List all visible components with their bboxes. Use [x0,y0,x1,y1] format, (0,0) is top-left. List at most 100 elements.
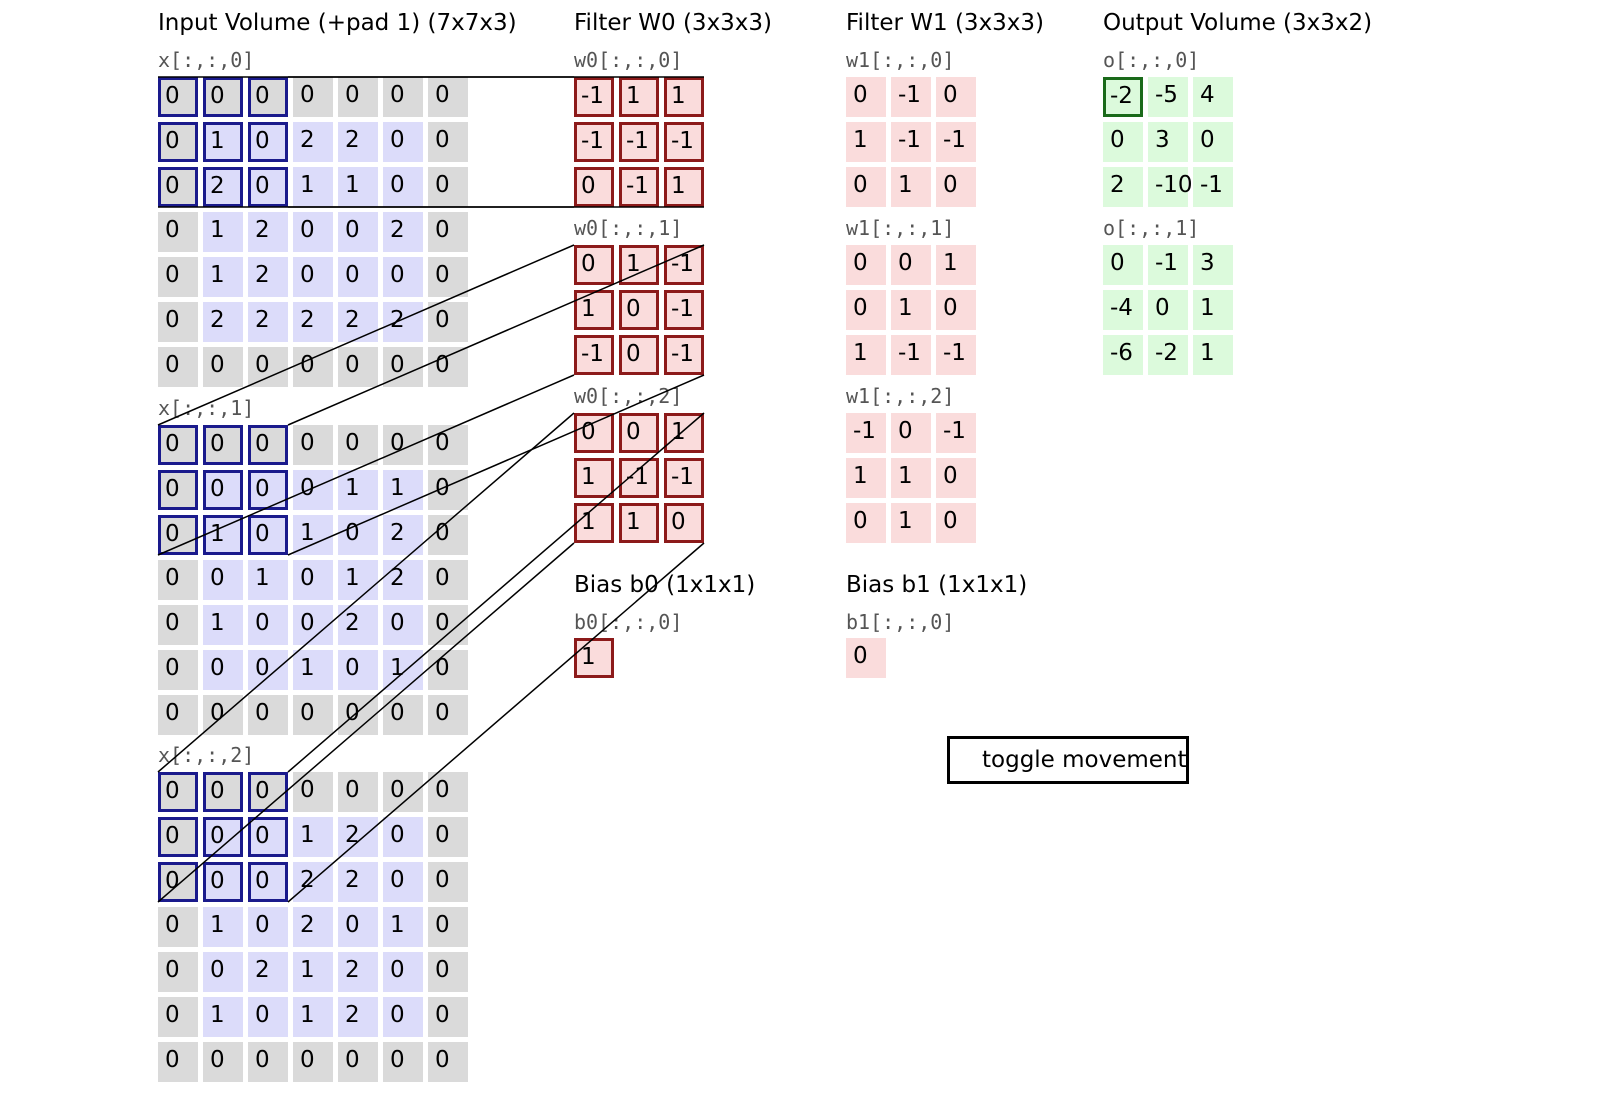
filter-w1-cell: -1 [936,122,976,162]
input-cell-x0: 2 [248,257,288,297]
input-cell-x1: 0 [158,560,198,600]
filter-w1-cell: 0 [846,167,886,207]
input-cell-x1: 0 [428,650,468,690]
filter-w0-cell: 0 [664,503,704,543]
filter-w1-cell: 0 [891,413,931,453]
label-w0-1: w0[:,:,1] [574,216,683,240]
input-cell-x1: 0 [248,650,288,690]
input-cell-x2: 0 [158,907,198,947]
input-cell-x2: 0 [248,862,288,902]
input-cell-x1: 1 [338,560,378,600]
input-cell-x0: 0 [248,347,288,387]
input-cell-x2: 0 [338,772,378,812]
output-cell: -2 [1103,77,1143,117]
input-cell-x0: 0 [158,122,198,162]
input-cell-x2: 0 [203,862,243,902]
output-cell: 0 [1103,122,1143,162]
input-cell-x1: 1 [293,650,333,690]
input-cell-x1: 0 [158,650,198,690]
input-cell-x0: 0 [203,77,243,117]
input-cell-x0: 0 [428,122,468,162]
input-cell-x0: 0 [383,122,423,162]
input-cell-x2: 0 [248,817,288,857]
input-cell-x1: 0 [428,515,468,555]
output-cell: -10 [1148,167,1193,207]
toggle-movement-button[interactable]: toggle movement [947,736,1189,784]
input-cell-x0: 0 [338,77,378,117]
input-cell-x2: 0 [428,1042,468,1082]
input-cell-x1: 2 [383,560,423,600]
filter-w0-cell: 1 [619,77,659,117]
input-cell-x0: 0 [248,122,288,162]
filter-w0-cell: 1 [619,503,659,543]
input-cell-x2: 1 [293,817,333,857]
label-w0-2: w0[:,:,2] [574,384,683,408]
input-cell-x2: 1 [293,997,333,1037]
input-cell-x0: 0 [338,347,378,387]
input-cell-x1: 1 [383,650,423,690]
label-x2: x[:,:,2] [158,743,255,767]
input-cell-x0: 0 [338,257,378,297]
filter-w1-cell: 1 [846,335,886,375]
input-cell-x0: 0 [158,212,198,252]
output-cell: 3 [1148,122,1188,162]
input-cell-x2: 0 [338,907,378,947]
filter-w0-cell: 0 [619,335,659,375]
input-cell-x0: 0 [383,347,423,387]
input-cell-x2: 1 [293,952,333,992]
output-cell: 0 [1103,245,1143,285]
input-cell-x1: 0 [203,650,243,690]
input-cell-x2: 0 [203,772,243,812]
label-x0: x[:,:,0] [158,48,255,72]
input-cell-x2: 2 [338,997,378,1037]
input-cell-x0: 0 [428,77,468,117]
input-cell-x0: 0 [248,77,288,117]
input-cell-x2: 1 [203,997,243,1037]
input-cell-x1: 0 [383,605,423,645]
label-o0: o[:,:,0] [1103,48,1200,72]
input-cell-x2: 0 [428,952,468,992]
filter-w1-title: Filter W1 (3x3x3) [846,10,1045,36]
filter-w0-cell: -1 [664,290,704,330]
output-cell: 2 [1103,167,1143,207]
filter-w1-cell: -1 [891,122,931,162]
filter-w0-cell: -1 [664,335,704,375]
filter-w1-cell: 1 [846,458,886,498]
label-w0-0: w0[:,:,0] [574,48,683,72]
filter-w0-cell: 0 [619,290,659,330]
input-cell-x2: 0 [158,997,198,1037]
input-cell-x0: 1 [203,122,243,162]
filter-w0-cell: 1 [664,77,704,117]
input-cell-x2: 0 [383,952,423,992]
input-cell-x0: 2 [338,122,378,162]
input-cell-x2: 0 [428,772,468,812]
input-cell-x1: 0 [293,560,333,600]
input-cell-x2: 0 [383,817,423,857]
input-cell-x1: 1 [203,605,243,645]
input-cell-x1: 0 [158,470,198,510]
input-cell-x1: 2 [383,515,423,555]
input-cell-x1: 0 [203,470,243,510]
input-cell-x1: 0 [338,650,378,690]
filter-w1-cell: 1 [891,503,931,543]
filter-w1-cell: 0 [936,77,976,117]
input-cell-x0: 0 [158,302,198,342]
filter-w1-cell: 1 [891,458,931,498]
bias-b1-cell: 0 [846,638,886,678]
input-cell-x2: 0 [293,1042,333,1082]
filter-w0-cell: 1 [574,503,614,543]
input-cell-x2: 0 [383,862,423,902]
input-cell-x0: 2 [248,212,288,252]
input-cell-x0: 0 [248,167,288,207]
input-cell-x0: 1 [203,257,243,297]
input-cell-x1: 0 [158,605,198,645]
input-cell-x0: 1 [293,167,333,207]
input-cell-x1: 1 [338,470,378,510]
filter-w1-cell: -1 [936,413,976,453]
filter-w1-cell: 1 [936,245,976,285]
input-cell-x2: 1 [383,907,423,947]
input-cell-x2: 0 [158,1042,198,1082]
input-cell-x0: 0 [158,347,198,387]
filter-w1-cell: -1 [936,335,976,375]
